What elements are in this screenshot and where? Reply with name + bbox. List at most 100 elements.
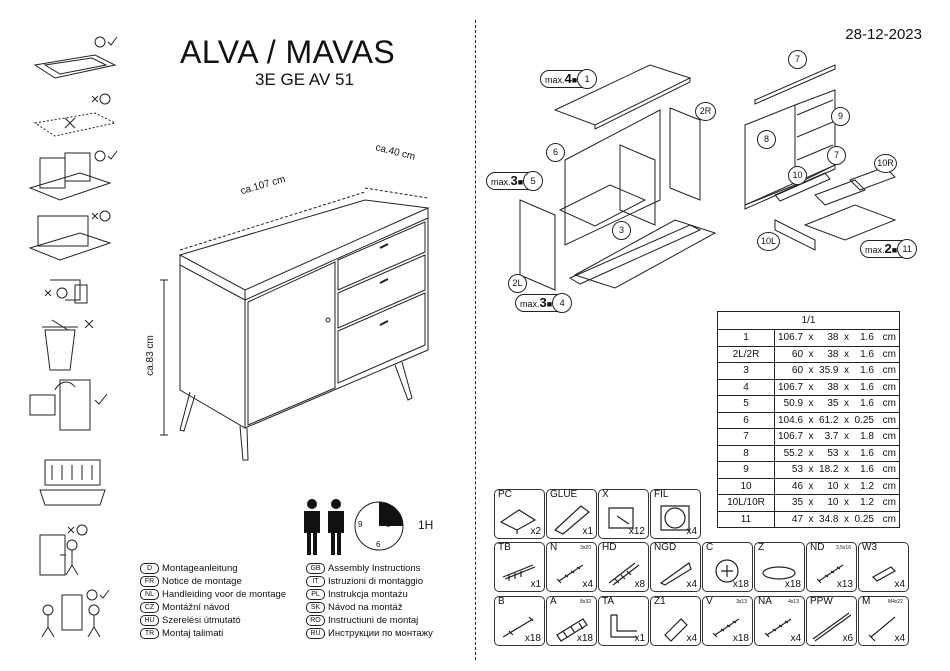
table-cell: 1.6 [851,329,877,347]
table-cell: 106.7 [774,378,807,396]
hardware-label: A [550,596,557,607]
table-cell: 5 [717,395,775,413]
hardware-item-pc: PC x2 [494,489,545,539]
hardware-quantity: x18 [732,633,749,644]
table-cell: 46 [774,477,807,495]
table-cell: cm [876,378,900,396]
table-header: 1/1 [717,311,900,330]
hardware-quantity: x18 [732,579,749,590]
part-bubble: 6 [546,143,565,162]
table-cell: 35 [816,395,842,413]
part-bubble: 7 [788,50,807,69]
table-cell: x [841,411,852,429]
bolt-icon [868,616,896,642]
part-bubble: 3 [612,221,631,240]
screw-icon [556,564,584,584]
felt-pad-icon [660,505,690,531]
part-bubble: 2L [508,274,527,293]
table-cell: x [841,395,852,413]
wall-plug-icon [502,564,536,581]
table-cell: x [841,461,852,479]
table-cell: x [841,477,852,495]
table-cell: cm [876,362,900,380]
document-title: ALVA / MAVAS [180,34,396,70]
hardware-label: PC [498,489,512,500]
table-cell: cm [876,395,900,413]
hardware-size: 3,5x16 [835,545,851,551]
table-cell: x [841,444,852,462]
hardware-quantity: x18 [576,633,593,644]
weight-icon: ■ [517,177,524,187]
hardware-quantity: x4 [582,579,593,590]
pin-icon [872,566,896,582]
part-bubble: 7 [827,146,846,165]
clock-tick-9: 9 [358,520,363,529]
table-cell: 55.2 [774,444,807,462]
table-cell: 7 [717,428,775,446]
table-cell: cm [876,345,900,363]
table-cell: x [806,428,817,446]
table-cell: 38 [816,345,842,363]
hardware-quantity: x1 [634,633,645,644]
hardware-quantity: x4 [894,633,905,644]
hardware-quantity: x8 [634,579,645,590]
table-cell: 3 [717,362,775,380]
table-cell: cm [876,329,900,347]
hardware-size: 4x13 [788,599,799,605]
table-cell: 0.25 [851,411,877,429]
table-cell: 10 [816,494,842,512]
table-cell: x [841,428,852,446]
part-bubble: 2R [695,102,716,121]
table-cell: x [841,329,852,347]
table-cell: cm [876,510,900,528]
table-cell: x [806,444,817,462]
table-cell: 60 [774,362,807,380]
table-cell: 1.2 [851,477,877,495]
clock-tick-6: 6 [376,540,381,549]
table-cell: cm [876,494,900,512]
cam-lock-icon [715,559,739,583]
table-cell: 38 [816,378,842,396]
table-cell: 53 [816,444,842,462]
table-cell: cm [876,444,900,462]
hardware-quantity: x4 [686,633,697,644]
table-cell: cm [876,461,900,479]
table-cell: 104.6 [774,411,807,429]
hardware-quantity: x18 [524,633,541,644]
weight-icon: ■ [546,299,553,309]
hardware-size: 3x13 [736,599,747,605]
max-load-callout: max.3■5 [486,171,544,191]
table-cell: cm [876,477,900,495]
hardware-quantity: x2 [530,526,541,537]
table-cell: x [806,411,817,429]
table-cell: 60 [774,345,807,363]
table-cell: x [806,477,817,495]
table-cell: x [806,395,817,413]
hardware-quantity: x12 [628,526,645,537]
screw-icon [816,564,844,584]
hard-floor-no-icon [33,93,117,137]
nail-icon [608,507,634,529]
table-cell: cm [876,428,900,446]
table-cell: 61.2 [816,411,842,429]
